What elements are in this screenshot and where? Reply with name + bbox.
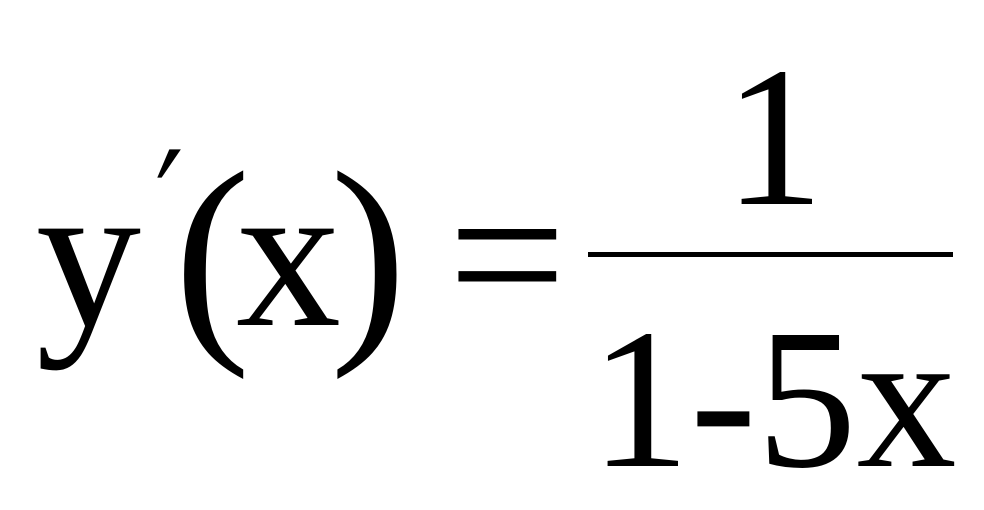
fraction-bar — [588, 252, 953, 257]
variable-x: x — [236, 139, 341, 371]
close-parenthesis: ) — [330, 125, 407, 380]
fraction-denominator: 1-5x — [590, 289, 957, 510]
function-symbol-y: y — [36, 139, 141, 371]
fraction-numerator: 1 — [724, 27, 824, 248]
open-parenthesis: ( — [174, 125, 251, 380]
equals-sign: = — [448, 139, 567, 371]
